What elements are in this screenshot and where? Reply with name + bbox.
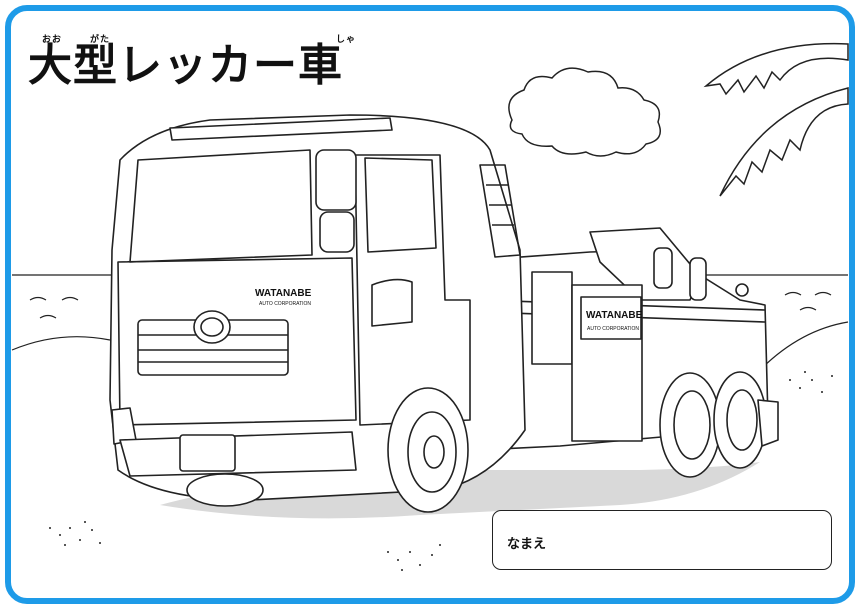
cab-door — [354, 154, 471, 426]
shore-line-left — [11, 336, 111, 351]
side-mirror — [315, 149, 357, 211]
roof-light-bar — [169, 117, 393, 141]
crane-cylinder — [653, 247, 673, 289]
windshield — [129, 149, 313, 263]
furigana-sha: しゃ — [336, 35, 357, 45]
name-field[interactable]: なまえ — [492, 510, 832, 570]
front-brand-subtext: AUTO CORPORATION — [259, 301, 311, 307]
furigana-gata: がた — [90, 35, 111, 45]
ground-shadow — [160, 462, 760, 519]
shore-line-right — [759, 321, 849, 371]
page-title: 大型レッカー車 — [28, 40, 343, 91]
sand-dots — [49, 371, 833, 571]
cloud — [508, 67, 661, 157]
furigana-oo: おお — [42, 35, 63, 45]
cab-ladder — [479, 164, 521, 258]
front-brand-text: WATANABE — [255, 288, 312, 299]
door-handle-panel — [371, 278, 413, 327]
name-label: なまえ — [507, 537, 547, 552]
side-panel — [531, 271, 573, 365]
tow-truck — [109, 114, 779, 513]
side-emblem-plate — [580, 296, 642, 340]
palm-leaves — [703, 42, 849, 197]
side-window — [364, 157, 437, 253]
sea-waves — [29, 291, 832, 319]
rear-wheels — [659, 371, 767, 478]
grille-area — [117, 257, 357, 426]
front-wheels — [186, 387, 469, 513]
front-bumper — [119, 431, 357, 477]
license-plate — [179, 434, 236, 472]
side-brand-subtext: AUTO CORPORATION — [587, 326, 639, 332]
side-brand-text: WATANABE — [586, 310, 643, 321]
